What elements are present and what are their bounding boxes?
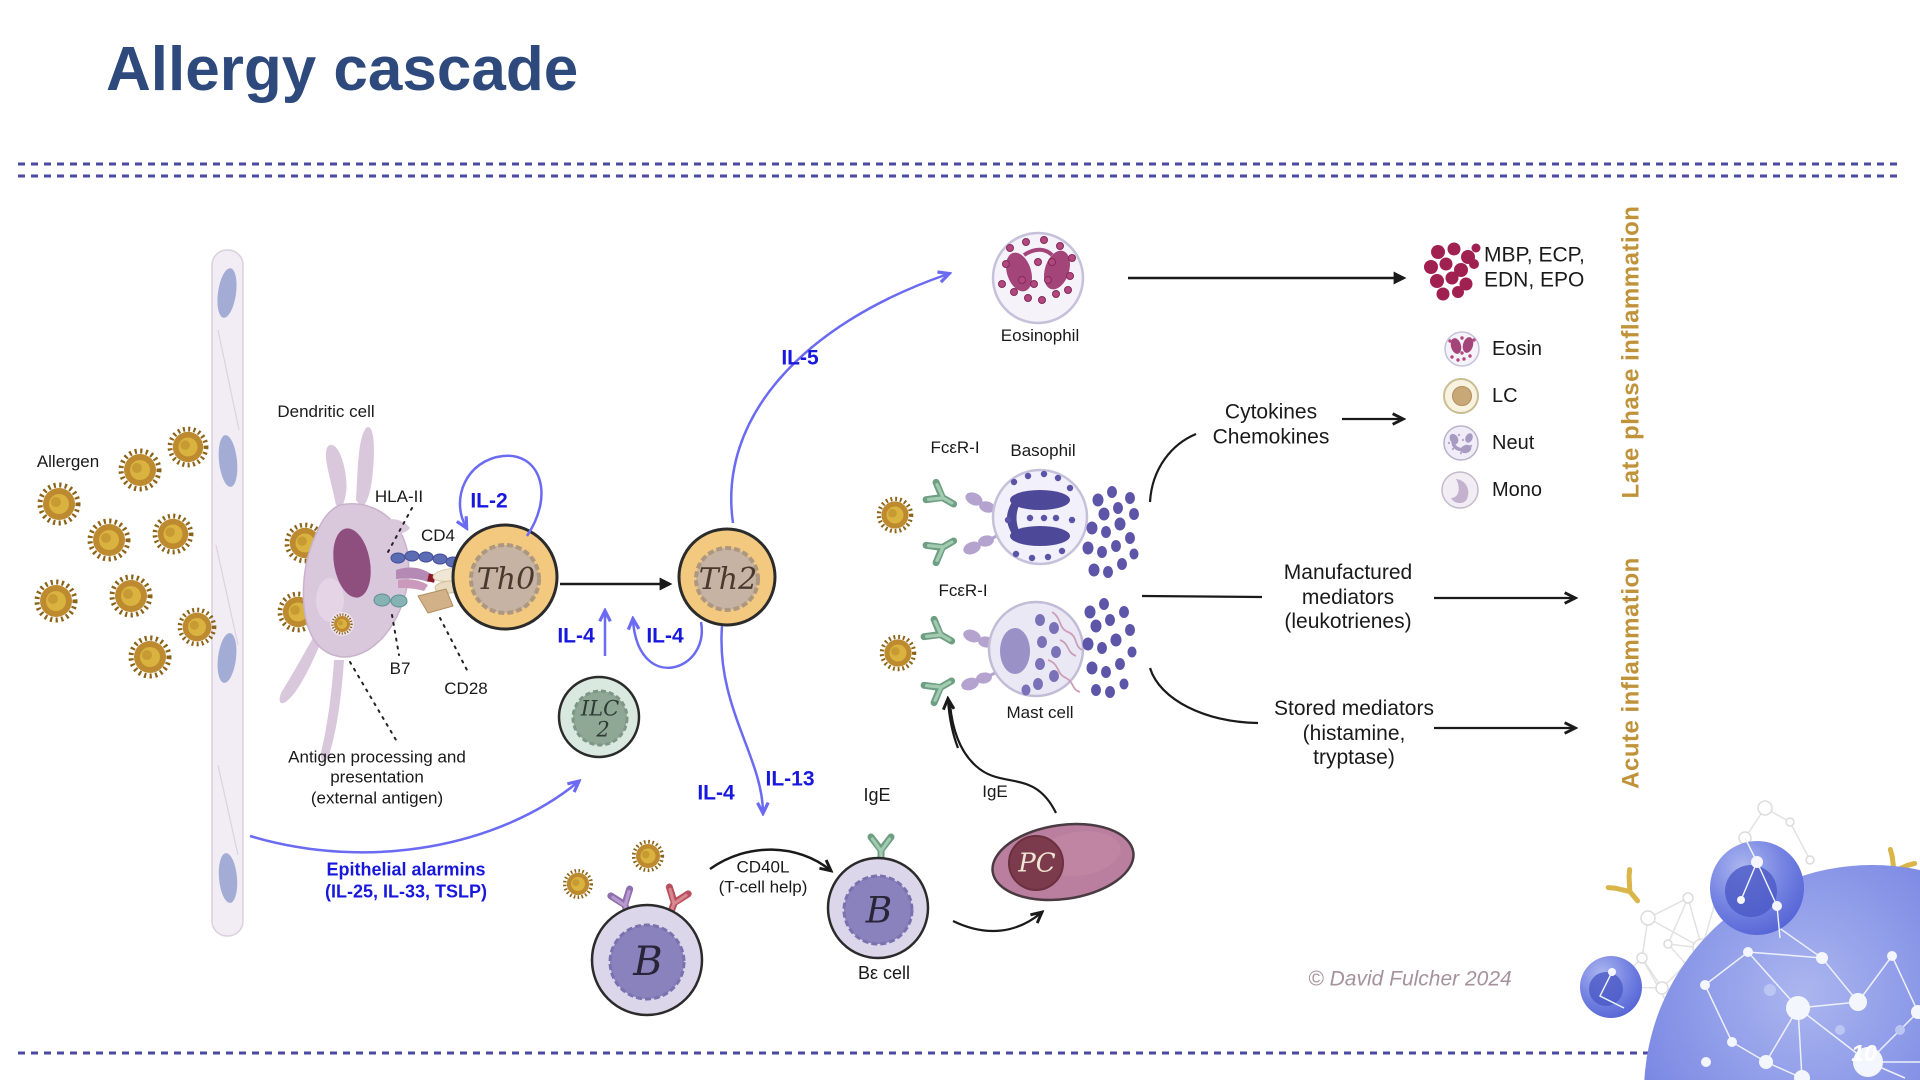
arrow-ige-secreted: [948, 703, 1057, 814]
label-late-phase-inflammation: Late phase inflammation: [1617, 205, 1645, 499]
label-basophil: Basophil: [1010, 440, 1076, 460]
arrow-alarmins-to-ilc2: [249, 782, 578, 854]
th2-cell-text: Th2: [698, 562, 758, 597]
legend-label-mono: Mono: [1492, 479, 1543, 501]
arrow-il2-loop: [460, 454, 543, 537]
label-il4-ilc2: IL-4: [557, 624, 595, 648]
arrow-ige-binds-mast: [948, 700, 960, 749]
th0-cell-illustration: [451, 523, 559, 631]
large-sphere: [1644, 865, 1920, 1080]
monocyte-icon: [1441, 471, 1479, 509]
th2-cell-illustration: [677, 527, 777, 627]
epithelium-illustration: [211, 249, 244, 937]
label-fcer1-basophil: FcεR-I: [930, 437, 980, 457]
dendritic-cell-illustration: [279, 427, 410, 762]
label-cytokines-chemokines: Cytokines Chemokines: [1212, 400, 1330, 448]
label-cd4: CD4: [420, 525, 456, 545]
label-allergen: Allergen: [36, 451, 100, 471]
plasma-cell-text: PC: [1018, 848, 1056, 879]
be-cell-illustration: [826, 837, 930, 960]
copyright-notice: © David Fulcher 2024: [1308, 967, 1512, 991]
page-number: 10: [1851, 1040, 1877, 1067]
legend-icons: [1441, 331, 1480, 509]
page-title: Allergy cascade: [106, 35, 579, 104]
arrow-il4-autocrine: [633, 620, 704, 670]
granule-protein-dots: [1424, 242, 1481, 301]
neutrophil-icon: [1443, 425, 1479, 461]
label-hla-ii: HLA-II: [374, 486, 424, 506]
label-granule-proteins: MBP, ECP, EDN, EPO: [1484, 243, 1585, 291]
arrow-cd40l: [709, 848, 830, 870]
eosinophil-illustration: [991, 231, 1085, 325]
arrow-il4-il13-to-bcell: [720, 625, 763, 812]
be-cell-text: B: [865, 890, 893, 932]
plasma-cell-illustration: [991, 822, 1135, 902]
th0-cell-text: Th0: [476, 562, 536, 597]
b-cell-text: B: [633, 939, 663, 985]
arrow-il5-to-eosinophil: [730, 274, 948, 524]
basophil-illustration: [879, 468, 1139, 578]
basophil-released-granules: [1082, 486, 1139, 578]
label-b7: B7: [389, 658, 411, 678]
eosinophil-icon: [1444, 331, 1480, 367]
line-to-manufactured: [1141, 594, 1263, 599]
label-il4-bcell: IL-4: [697, 781, 735, 805]
label-il4-autocrine: IL-4: [646, 624, 684, 648]
legend-label-eosin: Eosin: [1492, 338, 1543, 360]
mast-released-granules: [1082, 598, 1137, 698]
ilc2-cell-illustration: [557, 675, 641, 759]
label-mast-cell: Mast cell: [1006, 702, 1074, 722]
ilc2-cell-text-bottom: 2: [596, 717, 610, 742]
b-cell-illustration: [562, 839, 704, 1017]
label-acute-inflammation: Acute inflammation: [1617, 557, 1645, 789]
arrow-be-to-pc: [952, 913, 1041, 933]
legend-label-lc: LC: [1492, 385, 1518, 407]
label-stored-mediators: Stored mediators (histamine, tryptase): [1274, 697, 1434, 770]
label-eosinophil: Eosinophil: [1000, 325, 1080, 345]
mediator-connectors: [1141, 419, 1574, 728]
ilc2-cell-text-top: ILC: [580, 696, 620, 721]
label-dendritic-cell: Dendritic cell: [277, 401, 375, 421]
label-be-cell: Bε cell: [857, 963, 911, 984]
label-ige-on-be: IgE: [863, 785, 891, 806]
cytokine-arrows: [249, 274, 948, 854]
label-cd28: CD28: [444, 678, 488, 698]
mast-cell-illustration: [882, 598, 1137, 749]
line-to-cytokines: [1148, 432, 1197, 503]
label-il13: IL-13: [765, 767, 815, 791]
line-to-stored: [1148, 667, 1259, 725]
decoration-network: [1580, 800, 1920, 1080]
label-manufactured-mediators: Manufactured mediators (leukotrienes): [1283, 561, 1413, 634]
label-antigen-processing: Antigen processing and presentation (ext…: [288, 747, 466, 808]
label-il2: IL-2: [470, 489, 508, 513]
langerhans-cell-icon: [1443, 378, 1479, 414]
label-cd40l: CD40L (T-cell help): [718, 857, 808, 897]
legend-label-neut: Neut: [1492, 432, 1535, 454]
divider-dashed-lines: [18, 162, 1902, 1055]
label-ige-secreted: IgE: [982, 781, 1008, 801]
label-il5: IL-5: [781, 346, 819, 370]
label-epithelial-alarmins: Epithelial alarmins (IL-25, IL-33, TSLP): [324, 859, 488, 901]
label-fcer1-mast: FcεR-I: [938, 580, 988, 600]
